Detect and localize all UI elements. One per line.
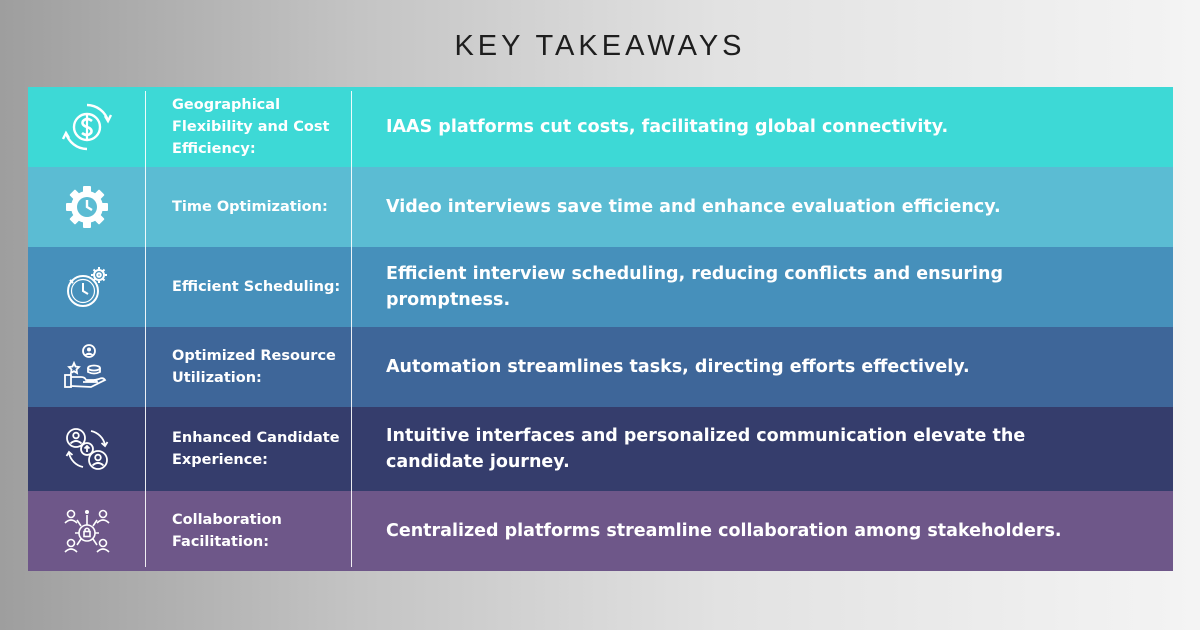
page-title: KEY TAKEAWAYS <box>454 30 746 62</box>
takeaways-table: Geographical Flexibility and Cost Effici… <box>28 87 1173 571</box>
hand-resources-icon <box>63 344 106 388</box>
takeaway-row: Optimized Resource Utilization: Automati… <box>28 327 1173 407</box>
team-network-icon <box>63 509 110 553</box>
takeaway-label: Optimized Resource Utilization: <box>172 348 336 386</box>
takeaway-description: Automation streamlines tasks, directing … <box>386 357 970 377</box>
takeaway-description: Centralized platforms streamline collabo… <box>386 521 1062 541</box>
takeaway-row: Efficient Scheduling: Efficient intervie… <box>28 247 1173 327</box>
dollar-cycle-icon <box>61 103 112 151</box>
stopwatch-gear-icon <box>66 267 107 307</box>
takeaway-row: Time Optimization: Video interviews save… <box>28 167 1173 247</box>
takeaway-label: Collaboration Facilitation: <box>172 512 282 550</box>
takeaway-row: Collaboration Facilitation: Centralized … <box>28 491 1173 571</box>
takeaway-label: Geographical Flexibility and Cost Effici… <box>172 97 330 157</box>
takeaway-description: IAAS platforms cut costs, facilitating g… <box>386 117 949 137</box>
takeaway-description: Video interviews save time and enhance e… <box>386 197 1001 217</box>
takeaway-label: Time Optimization: <box>172 199 328 215</box>
gear-clock-icon <box>65 186 108 228</box>
takeaway-description: Intuitive interfaces and personalized co… <box>386 426 1026 472</box>
takeaway-row: Geographical Flexibility and Cost Effici… <box>28 87 1173 167</box>
candidate-cycle-icon <box>65 428 108 470</box>
takeaway-description: Efficient interview scheduling, reducing… <box>386 264 1004 310</box>
takeaway-label: Efficient Scheduling: <box>172 279 341 295</box>
takeaway-label: Enhanced Candidate Experience: <box>172 430 340 468</box>
column-divider <box>145 91 146 567</box>
takeaway-row: Enhanced Candidate Experience: Intuitive… <box>28 407 1173 491</box>
column-divider <box>351 91 352 567</box>
